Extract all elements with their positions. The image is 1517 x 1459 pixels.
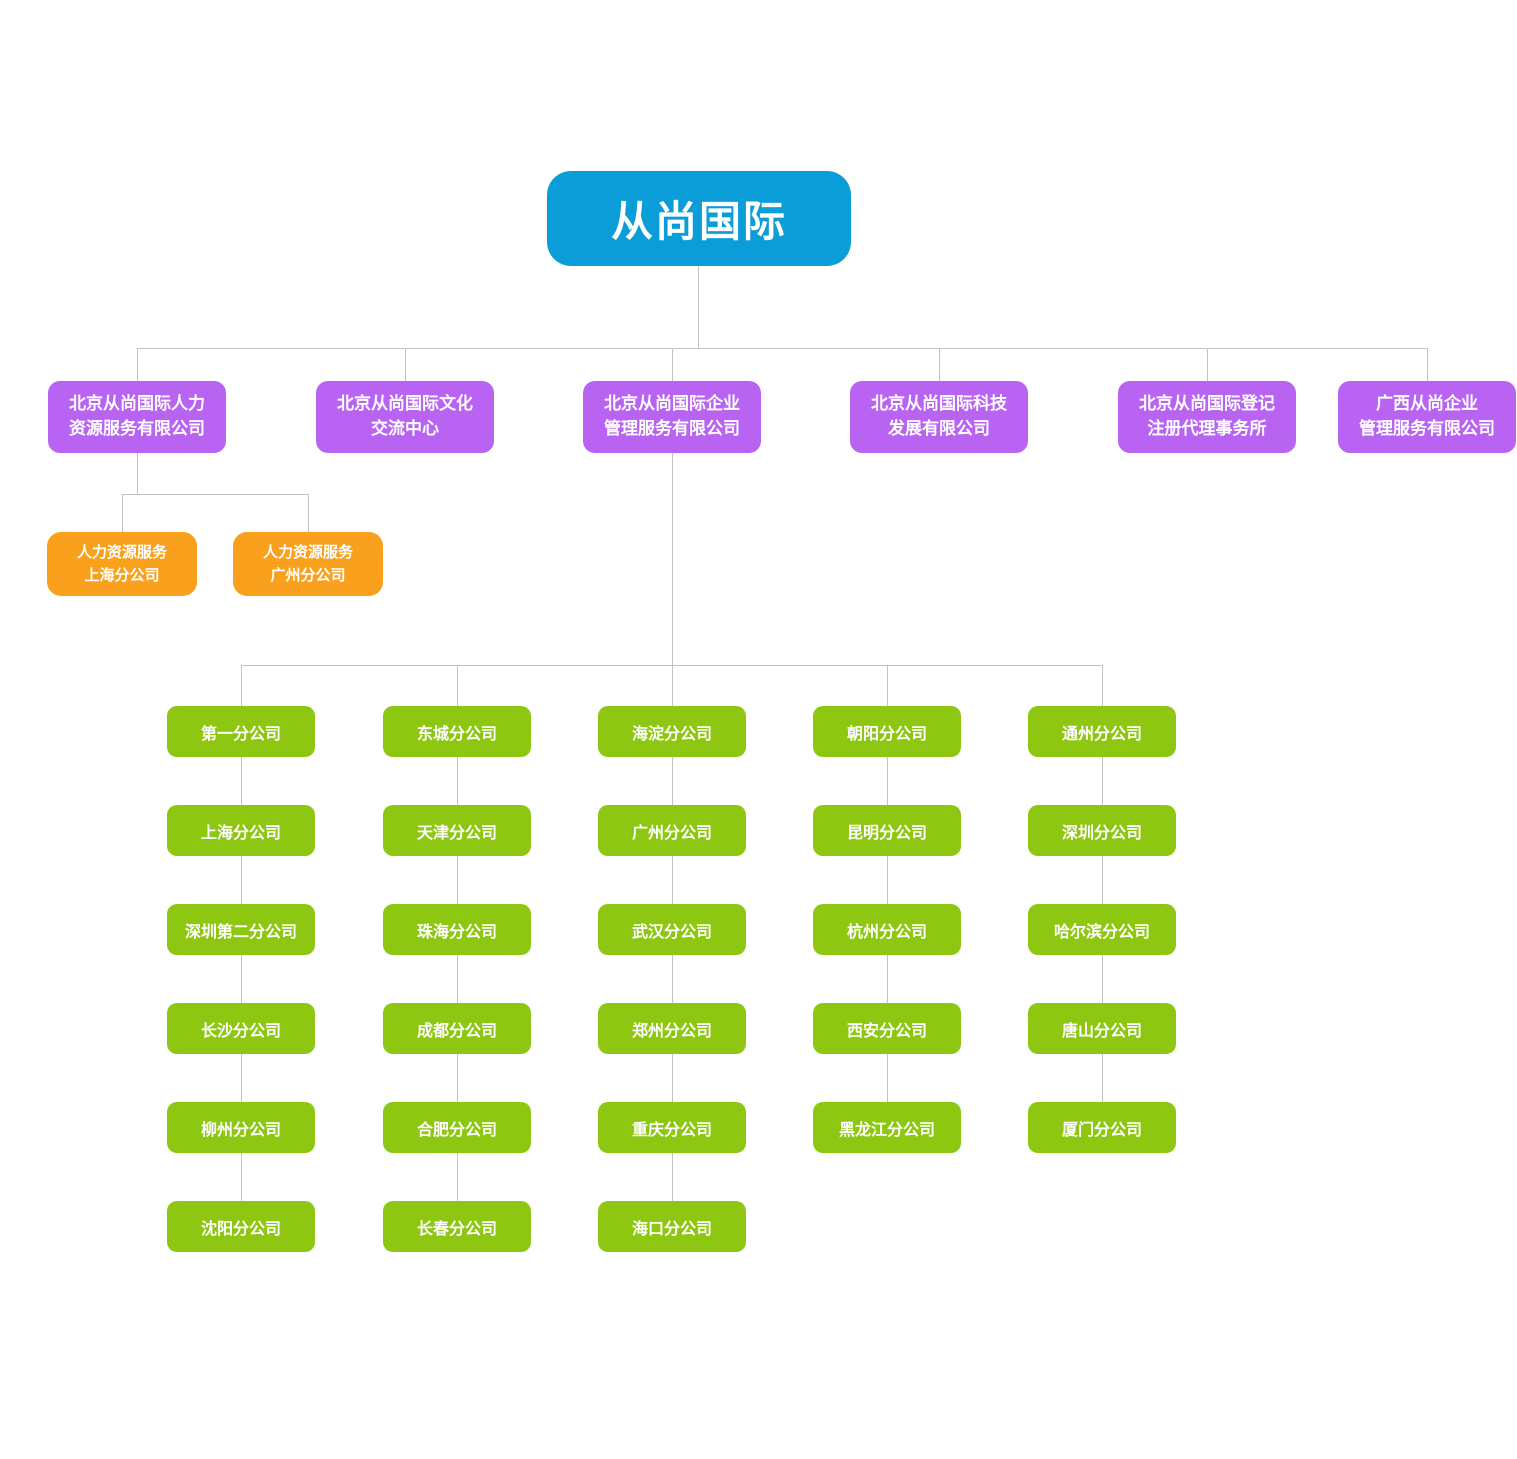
node-label-line: 上海分公司 (84, 566, 160, 584)
connector-drop-level2-4 (939, 348, 940, 381)
connector-root-stub (698, 266, 699, 348)
branch-node: 合肥分公司 (383, 1102, 531, 1153)
node-label-line: 交流中心 (371, 419, 439, 439)
branch-node: 深圳分公司 (1028, 805, 1176, 856)
branch-node: 唐山分公司 (1028, 1003, 1176, 1054)
connector-branches-stub (672, 453, 673, 665)
connector-drop-hr-2 (308, 494, 309, 532)
branch-node: 广州分公司 (598, 805, 746, 856)
node-label-line: 北京从尚国际科技 (871, 394, 1007, 414)
connector-drop-level2-6 (1427, 348, 1428, 381)
connector-drop-col-5 (1102, 665, 1103, 706)
level2-node-guangxi-mgmt: 广西从尚企业 管理服务有限公司 (1338, 381, 1516, 453)
branch-node: 武汉分公司 (598, 904, 746, 955)
connector-col-1-spine (241, 757, 242, 1201)
connector-drop-level2-1 (137, 348, 138, 381)
branch-node: 黑龙江分公司 (813, 1102, 961, 1153)
node-label-line: 注册代理事务所 (1147, 419, 1267, 439)
branch-node: 朝阳分公司 (813, 706, 961, 757)
connector-drop-level2-2 (405, 348, 406, 381)
root-node: 从尚国际 (547, 171, 851, 266)
node-label-line: 广西从尚企业 (1376, 394, 1478, 414)
level2-node-tech-development: 北京从尚国际科技 发展有限公司 (850, 381, 1028, 453)
node-label-line: 发展有限公司 (888, 419, 990, 439)
connector-hr-rail (122, 494, 309, 495)
branch-node: 重庆分公司 (598, 1102, 746, 1153)
level2-node-hr-services: 北京从尚国际人力 资源服务有限公司 (48, 381, 226, 453)
branch-node: 西安分公司 (813, 1003, 961, 1054)
connector-drop-col-4 (887, 665, 888, 706)
connector-drop-level2-3 (672, 348, 673, 381)
branch-node: 上海分公司 (167, 805, 315, 856)
branch-node: 深圳第二分公司 (167, 904, 315, 955)
node-label-line: 北京从尚国际文化 (337, 394, 473, 414)
branch-node: 海淀分公司 (598, 706, 746, 757)
node-label-line: 管理服务有限公司 (1359, 419, 1495, 439)
node-label-line: 北京从尚国际人力 (69, 394, 205, 414)
node-label-line: 资源服务有限公司 (69, 419, 205, 439)
node-label-line: 北京从尚国际企业 (604, 394, 740, 414)
branch-node: 第一分公司 (167, 706, 315, 757)
connector-col-3-spine (672, 757, 673, 1201)
node-label-line: 广州分公司 (270, 566, 346, 584)
branch-node: 沈阳分公司 (167, 1201, 315, 1252)
branch-node: 长沙分公司 (167, 1003, 315, 1054)
hr-branch-node-shanghai: 人力资源服务 上海分公司 (47, 532, 197, 596)
connector-drop-col-2 (457, 665, 458, 706)
level2-node-enterprise-mgmt: 北京从尚国际企业 管理服务有限公司 (583, 381, 761, 453)
connector-drop-col-1 (241, 665, 242, 706)
branch-node: 柳州分公司 (167, 1102, 315, 1153)
connector-drop-level2-5 (1207, 348, 1208, 381)
connector-drop-hr-1 (122, 494, 123, 532)
connector-hr-stub (137, 453, 138, 494)
connector-level2-rail (137, 348, 1428, 349)
level2-node-culture-center: 北京从尚国际文化 交流中心 (316, 381, 494, 453)
hr-branch-node-guangzhou: 人力资源服务 广州分公司 (233, 532, 383, 596)
branch-node: 厦门分公司 (1028, 1102, 1176, 1153)
branch-node: 通州分公司 (1028, 706, 1176, 757)
branch-node: 东城分公司 (383, 706, 531, 757)
level2-node-registration-agency: 北京从尚国际登记 注册代理事务所 (1118, 381, 1296, 453)
branch-node: 成都分公司 (383, 1003, 531, 1054)
branch-node: 昆明分公司 (813, 805, 961, 856)
branch-node: 海口分公司 (598, 1201, 746, 1252)
branch-node: 珠海分公司 (383, 904, 531, 955)
node-label-line: 人力资源服务 (262, 543, 353, 561)
connector-col-2-spine (457, 757, 458, 1201)
branch-node: 杭州分公司 (813, 904, 961, 955)
root-node-label: 从尚国际 (610, 197, 787, 246)
node-label-line: 北京从尚国际登记 (1139, 394, 1275, 414)
node-label-line: 人力资源服务 (76, 543, 167, 561)
connector-drop-col-3 (672, 665, 673, 706)
node-label-line: 管理服务有限公司 (604, 419, 740, 439)
branch-node: 长春分公司 (383, 1201, 531, 1252)
branch-node: 哈尔滨分公司 (1028, 904, 1176, 955)
branch-node: 天津分公司 (383, 805, 531, 856)
branch-node: 郑州分公司 (598, 1003, 746, 1054)
